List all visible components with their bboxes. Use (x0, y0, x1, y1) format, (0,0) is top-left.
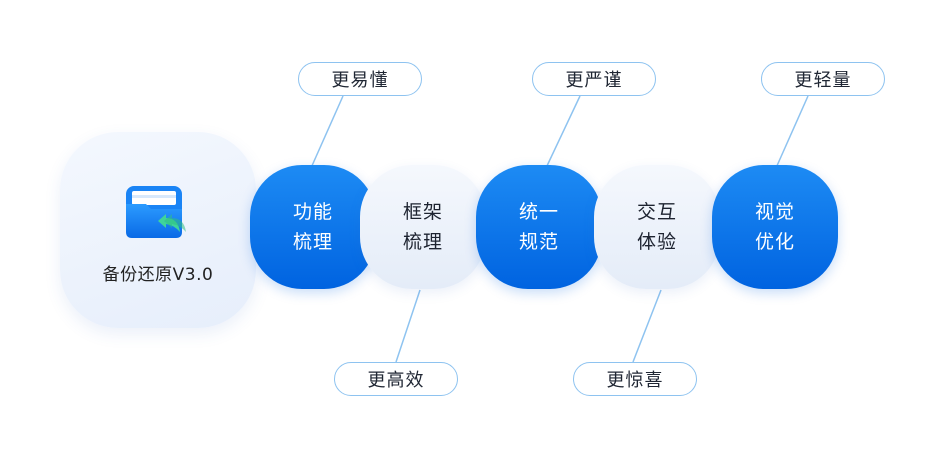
step-label-line2: 规范 (518, 231, 559, 253)
app-title: 备份还原V3.0 (102, 265, 214, 285)
step-label-line1: 交互 (636, 201, 677, 223)
goal-pill-gengqingliang: 更轻量 (761, 62, 885, 96)
step-label-line1: 框架 (402, 201, 443, 223)
step-label-line2: 体验 (636, 231, 677, 253)
step-interaction-experience: 交互 体验 (594, 165, 720, 289)
connector-genggaoxiao (395, 289, 421, 363)
app-card: 备份还原V3.0 (60, 132, 256, 328)
step-visual-optimization: 视觉 优化 (712, 165, 838, 289)
connector-gengqingliang (775, 95, 809, 169)
step-label-line2: 梳理 (292, 231, 333, 253)
step-label-line1: 统一 (518, 201, 559, 223)
goal-pill-gengyidong: 更易懂 (298, 62, 422, 96)
connector-gengjingxi (632, 289, 662, 363)
step-unified-standard: 统一 规范 (476, 165, 602, 289)
step-label-line1: 功能 (292, 201, 333, 223)
folder-restore-icon (126, 186, 186, 238)
connector-gengyanjin (545, 95, 581, 169)
step-label-line1: 视觉 (754, 201, 795, 223)
connector-gengyidong (310, 95, 344, 169)
step-function-review: 功能 梳理 (250, 165, 376, 289)
step-label-line2: 优化 (754, 231, 795, 253)
step-framework-review: 框架 梳理 (360, 165, 486, 289)
goal-pill-gengjingxi: 更惊喜 (573, 362, 697, 396)
goal-pill-genggaoxiao: 更高效 (334, 362, 458, 396)
step-label-line2: 梳理 (402, 231, 443, 253)
goal-pill-gengyanjin: 更严谨 (532, 62, 656, 96)
